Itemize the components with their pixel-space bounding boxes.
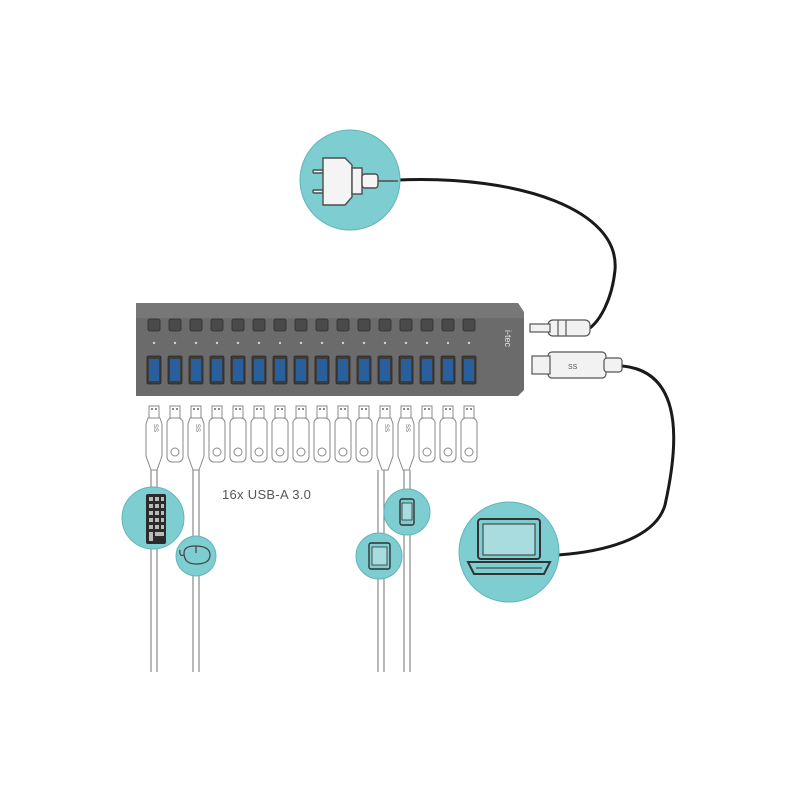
tablet-circle [355,532,403,580]
brand-logo: i-tec [503,330,513,348]
keyboard-circle [121,486,185,550]
port-switch-button [210,318,224,332]
port-switch-button [168,318,182,332]
port-led [278,341,282,345]
usb-device-plug: SS [187,405,205,471]
keyboard-icon [146,494,166,544]
port-switch-button [252,318,266,332]
usb-port-tongue [212,359,222,381]
port-switch-button [441,318,455,332]
usb-hub: i-tec [136,303,524,396]
port-led [173,341,177,345]
usb-flash-drive [418,405,436,463]
usb-port-tongue [296,359,306,381]
port-led [425,341,429,345]
port-switch-button [147,318,161,332]
port-led [467,341,471,345]
usb-port-tongue [191,359,201,381]
usb-port-tongue [443,359,453,381]
ports-label: 16x USB-A 3.0 [222,487,312,502]
port-switch-button [189,318,203,332]
usb-flash-drive [166,405,184,463]
usb-flash-drive [313,405,331,463]
usb-port-tongue [401,359,411,381]
usb-device-plug: SS [397,405,415,471]
usb-port-tongue [275,359,285,381]
usb-port-tongue [149,359,159,381]
usb-port-tongue [233,359,243,381]
usb-port-tongue [338,359,348,381]
usb-flash-drive [292,405,310,463]
usb-port-tongue [464,359,474,381]
port-led [404,341,408,345]
port-switch-button [357,318,371,332]
port-led [152,341,156,345]
usb-ss-logo: SS [383,424,389,432]
usb-flash-drive [460,405,478,463]
usb-b-upstream-plug: SS [531,351,623,379]
port-switch-button [462,318,476,332]
port-led [215,341,219,345]
power-cable [397,178,617,330]
dc-power-jack [529,319,591,337]
port-led [257,341,261,345]
usb-flash-drive [250,405,268,463]
port-switch-button [294,318,308,332]
usb-port-tongue [254,359,264,381]
port-led [320,341,324,345]
port-switch-button [231,318,245,332]
usb-flash-drive [208,405,226,463]
phone-circle [383,488,431,536]
port-led [446,341,450,345]
usb-port-tongue [422,359,432,381]
laptop-cable [557,364,676,557]
usb-flash-drive [355,405,373,463]
usb-port-tongue [380,359,390,381]
port-switch-button [273,318,287,332]
usb-flash-drive [229,405,247,463]
port-switch-button [315,318,329,332]
mouse-circle [175,535,217,577]
usb-port-tongue [317,359,327,381]
power-plug-icon [312,157,398,206]
port-switch-button [336,318,350,332]
port-led [236,341,240,345]
mouse-icon [179,545,211,565]
laptop-circle [458,501,560,603]
usb-port-tongue [359,359,369,381]
port-led [341,341,345,345]
usb-ss-logo: SS [194,424,200,432]
usb-flash-drive [271,405,289,463]
port-led [299,341,303,345]
usb-ss-logo: SS [152,424,158,432]
port-switch-button [420,318,434,332]
port-led [194,341,198,345]
phone-icon [399,498,415,526]
laptop-icon [466,518,552,575]
usb-flash-drive [439,405,457,463]
power-plug-circle [299,129,401,231]
usb-ss-logo-upstream: SS [568,364,578,371]
port-led [362,341,366,345]
port-led [383,341,387,345]
usb-ss-logo: SS [404,424,410,432]
port-switch-button [399,318,413,332]
tablet-icon [368,542,391,570]
port-switch-button [378,318,392,332]
usb-port-tongue [170,359,180,381]
usb-flash-drive [334,405,352,463]
usb-device-plug: SS [376,405,394,471]
usb-device-plug: SS [145,405,163,471]
